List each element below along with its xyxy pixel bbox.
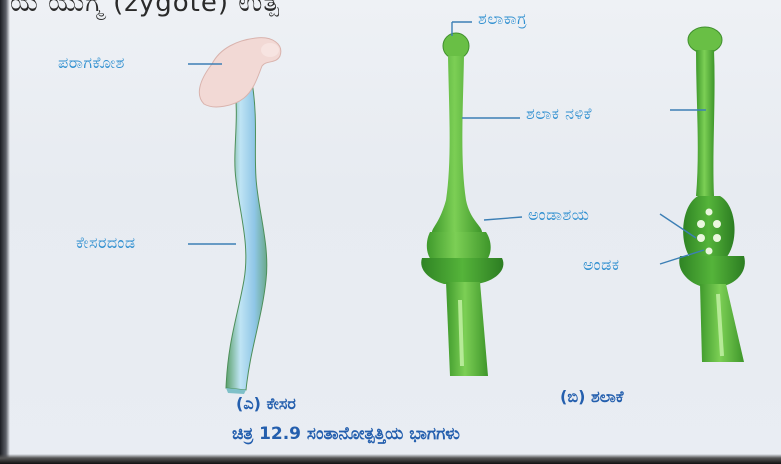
- caption-stamen: (ಎ) ಕೇಸರ: [236, 394, 296, 414]
- stigma-shape: [443, 33, 469, 59]
- receptacle-shape-2: [679, 256, 745, 286]
- style-shape-2: [696, 50, 715, 196]
- anther-lobe: [261, 43, 279, 57]
- style-shape: [432, 56, 482, 232]
- filament-label: ಕೇಸರದಂಡ: [76, 233, 136, 253]
- stigma-label: ಶಲಾಕಾಗ್ರ: [478, 9, 527, 29]
- figure-caption: ಚಿತ್ರ 12.9 ಸಂತಾನೋತ್ಪತ್ತಿಯ ಭಾಗಗಳು: [232, 424, 460, 444]
- pistil-section-diagram: [660, 27, 745, 362]
- style-label: ಶಲಾಕ ನಳಿಕೆ: [526, 104, 592, 124]
- caption-pistil: (ಬಿ) ಶಲಾಕೆ: [560, 387, 624, 407]
- pistil-external-diagram: [421, 22, 522, 376]
- receptacle-shape: [421, 258, 503, 284]
- stigma-shape-2: [688, 27, 722, 53]
- stalk-shape: [446, 282, 488, 376]
- ovary-label: ಅಂಡಾಶಯ: [528, 205, 589, 225]
- stalk-highlight: [460, 300, 462, 366]
- anther-label: ಪರಾಗಕೋಶ: [58, 53, 125, 73]
- stamen-diagram: [188, 38, 281, 394]
- ovary-leader-line: [484, 217, 522, 220]
- ovule-label: ಅಂಡಕ: [583, 255, 620, 275]
- filament-shape: [226, 82, 267, 390]
